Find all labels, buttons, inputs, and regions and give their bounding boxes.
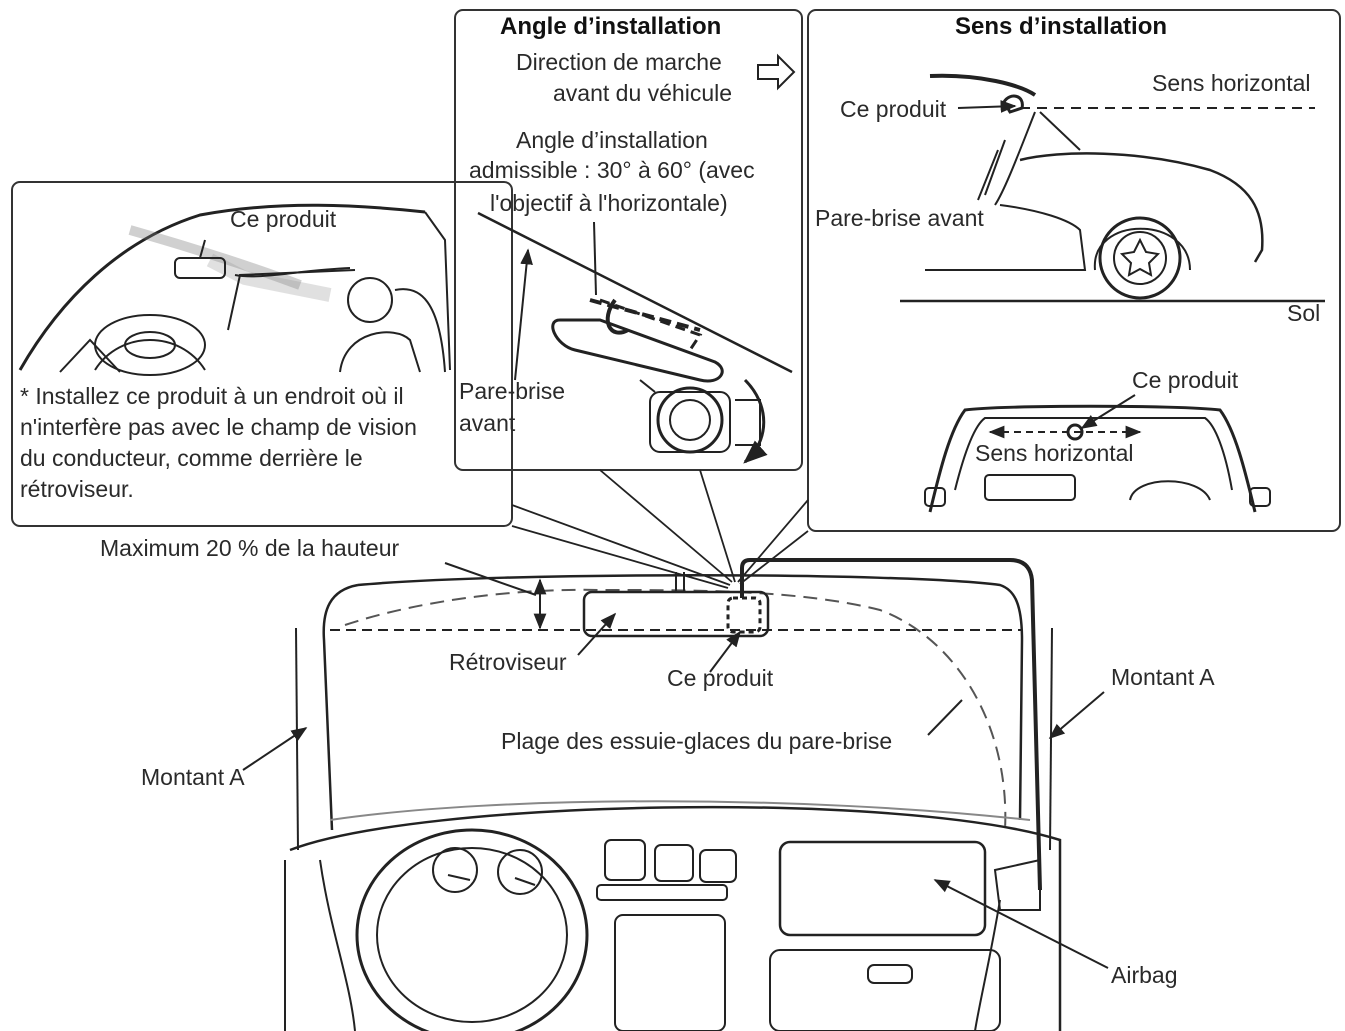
windshield-view bbox=[242, 558, 1109, 1031]
sens-horizontal-bottom: Sens horizontal bbox=[975, 440, 1134, 466]
left-product-label: Ce produit bbox=[230, 206, 337, 232]
angle-windshield-line2: avant bbox=[459, 410, 516, 436]
sens-product-top: Ce produit bbox=[840, 96, 947, 122]
wiper-range-label: Plage des essuie-glaces du pare-brise bbox=[501, 728, 893, 754]
sens-panel-title: Sens d’installation bbox=[955, 13, 1168, 40]
main-product-label: Ce produit bbox=[667, 665, 774, 691]
sens-ground: Sol bbox=[1287, 300, 1321, 326]
angle-line1: Angle d’installation bbox=[516, 127, 708, 153]
direction-line1: Direction de marche bbox=[516, 49, 722, 75]
angle-panel bbox=[454, 9, 803, 471]
mirror-label: Rétroviseur bbox=[449, 649, 567, 675]
direction-line2: avant du véhicule bbox=[553, 80, 733, 106]
max-height-label: Maximum 20 % de la hauteur bbox=[100, 535, 400, 561]
left-panel bbox=[11, 181, 513, 527]
left-installation-note: * Installez ce produit à un endroit où i… bbox=[20, 383, 417, 502]
angle-line2: admissible : 30° à 60° (avec bbox=[469, 157, 755, 183]
pillar-right-label: Montant A bbox=[1111, 664, 1215, 690]
sens-horizontal-top: Sens horizontal bbox=[1152, 70, 1311, 96]
angle-windshield-line1: Pare-brise bbox=[459, 378, 566, 404]
sens-windshield: Pare-brise avant bbox=[815, 205, 984, 231]
airbag-label: Airbag bbox=[1111, 962, 1178, 988]
angle-panel-title: Angle d’installation bbox=[500, 13, 722, 40]
sens-product-bottom: Ce produit bbox=[1132, 367, 1239, 393]
direction-arrow-icon bbox=[757, 53, 796, 91]
pillar-left-label: Montant A bbox=[141, 764, 245, 790]
angle-line3: l'objectif à l'horizontale) bbox=[490, 190, 728, 216]
connector-lines bbox=[511, 469, 809, 589]
sens-panel bbox=[807, 9, 1341, 532]
